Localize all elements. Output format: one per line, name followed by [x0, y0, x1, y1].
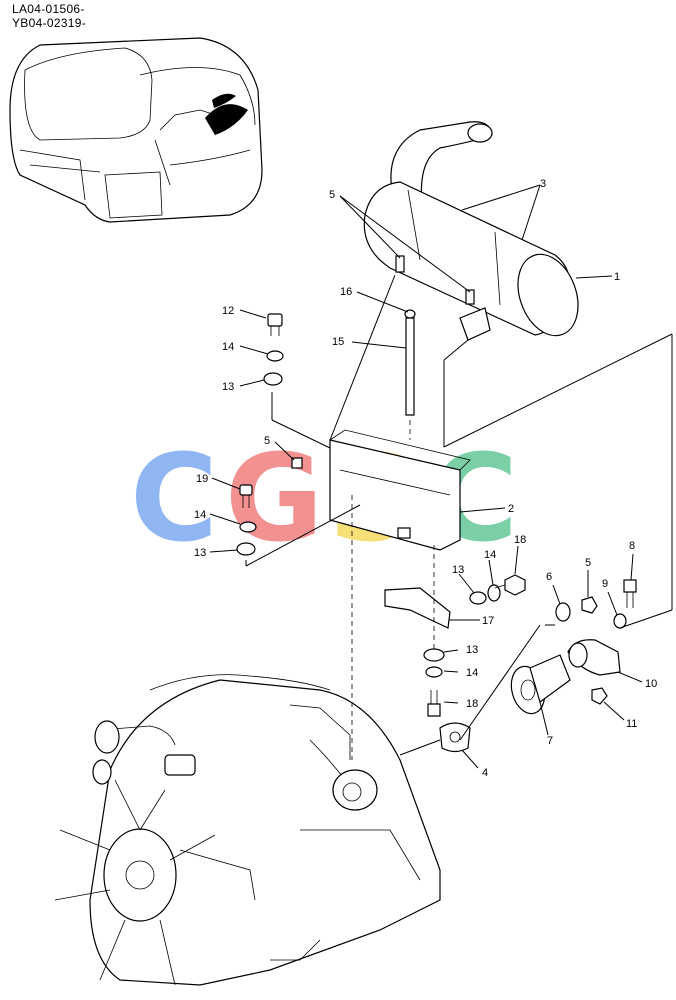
plain-washer-13-d[interactable]: [423, 648, 445, 662]
callout-10: 10: [645, 678, 657, 690]
callout-8: 8: [629, 540, 635, 552]
watermark-letter-c1: C: [130, 430, 218, 569]
drain-tube[interactable]: [404, 309, 416, 416]
callout-17: 17: [482, 615, 494, 627]
callout-4: 4: [482, 767, 488, 779]
plain-washer-13-a[interactable]: [263, 372, 283, 386]
lock-washer-14-c[interactable]: [487, 584, 501, 602]
callout-18-a: 18: [514, 534, 526, 546]
engine-assembly: [54, 674, 441, 986]
muffler[interactable]: [363, 121, 588, 344]
callout-5-bracket: 5: [264, 435, 270, 447]
callout-14-c: 14: [484, 549, 496, 561]
callout-1: 1: [614, 271, 620, 283]
callout-11: 11: [626, 718, 637, 730]
lock-washer-14-d[interactable]: [425, 666, 443, 678]
callout-16: 16: [340, 286, 352, 298]
lock-washer-14-a[interactable]: [266, 350, 284, 362]
support-plate[interactable]: [384, 587, 451, 629]
alignment-dashed-lines: [351, 420, 435, 760]
nut-5-c[interactable]: [291, 457, 303, 469]
callout-14-d: 14: [466, 667, 478, 679]
muffler-bracket[interactable]: [329, 429, 471, 551]
nut-5-d[interactable]: [581, 596, 598, 614]
spring-washer-9[interactable]: [613, 613, 627, 629]
bolt-8[interactable]: [623, 579, 637, 608]
callout-13-c: 13: [452, 564, 464, 576]
exhaust-gasket[interactable]: [439, 722, 471, 753]
serial-range-line-2: YB04-02319-: [12, 16, 87, 30]
serial-range-line-1: LA04-01506-: [12, 2, 85, 16]
washer-6[interactable]: [555, 602, 571, 622]
nut-5-b[interactable]: [465, 289, 475, 305]
callout-13-b: 13: [194, 547, 206, 559]
cooling-fan: [54, 779, 216, 986]
flange-bolt-18-b[interactable]: [427, 690, 441, 717]
hex-bolt-12[interactable]: [267, 313, 283, 336]
callout-6: 6: [546, 571, 552, 583]
callout-18-b: 18: [466, 698, 478, 710]
leader-lines: [209, 184, 673, 769]
nut-5-a[interactable]: [395, 255, 405, 273]
callout-15: 15: [332, 336, 344, 348]
stud-bolt-19[interactable]: [239, 484, 253, 508]
callout-19: 19: [196, 473, 208, 485]
machine-overview-illustration: [9, 37, 263, 223]
plain-washer-13-b[interactable]: [236, 542, 256, 556]
callout-2: 2: [508, 503, 514, 515]
lock-washer-14-b[interactable]: [239, 521, 257, 533]
callout-13-a: 13: [222, 381, 234, 393]
plain-washer-13-c[interactable]: [469, 591, 487, 605]
callout-labels: 1 2 3 4 5 5 5 6 7 8 9 10 11 12 13 13 13 …: [194, 178, 657, 779]
callout-14-a: 14: [222, 341, 234, 353]
callout-7: 7: [547, 735, 553, 747]
callout-13-d: 13: [466, 644, 478, 656]
callout-5-top: 5: [329, 189, 335, 201]
exhaust-pipe[interactable]: [506, 654, 571, 717]
callout-14-b: 14: [194, 509, 206, 521]
callout-5-right: 5: [585, 557, 591, 569]
callout-3: 3: [540, 178, 546, 190]
lock-nut-11[interactable]: [591, 687, 608, 705]
flange-bolt-18-a[interactable]: [494, 574, 526, 596]
callout-12: 12: [222, 305, 234, 317]
pipe-clamp[interactable]: [567, 639, 621, 676]
callout-9: 9: [602, 578, 608, 590]
